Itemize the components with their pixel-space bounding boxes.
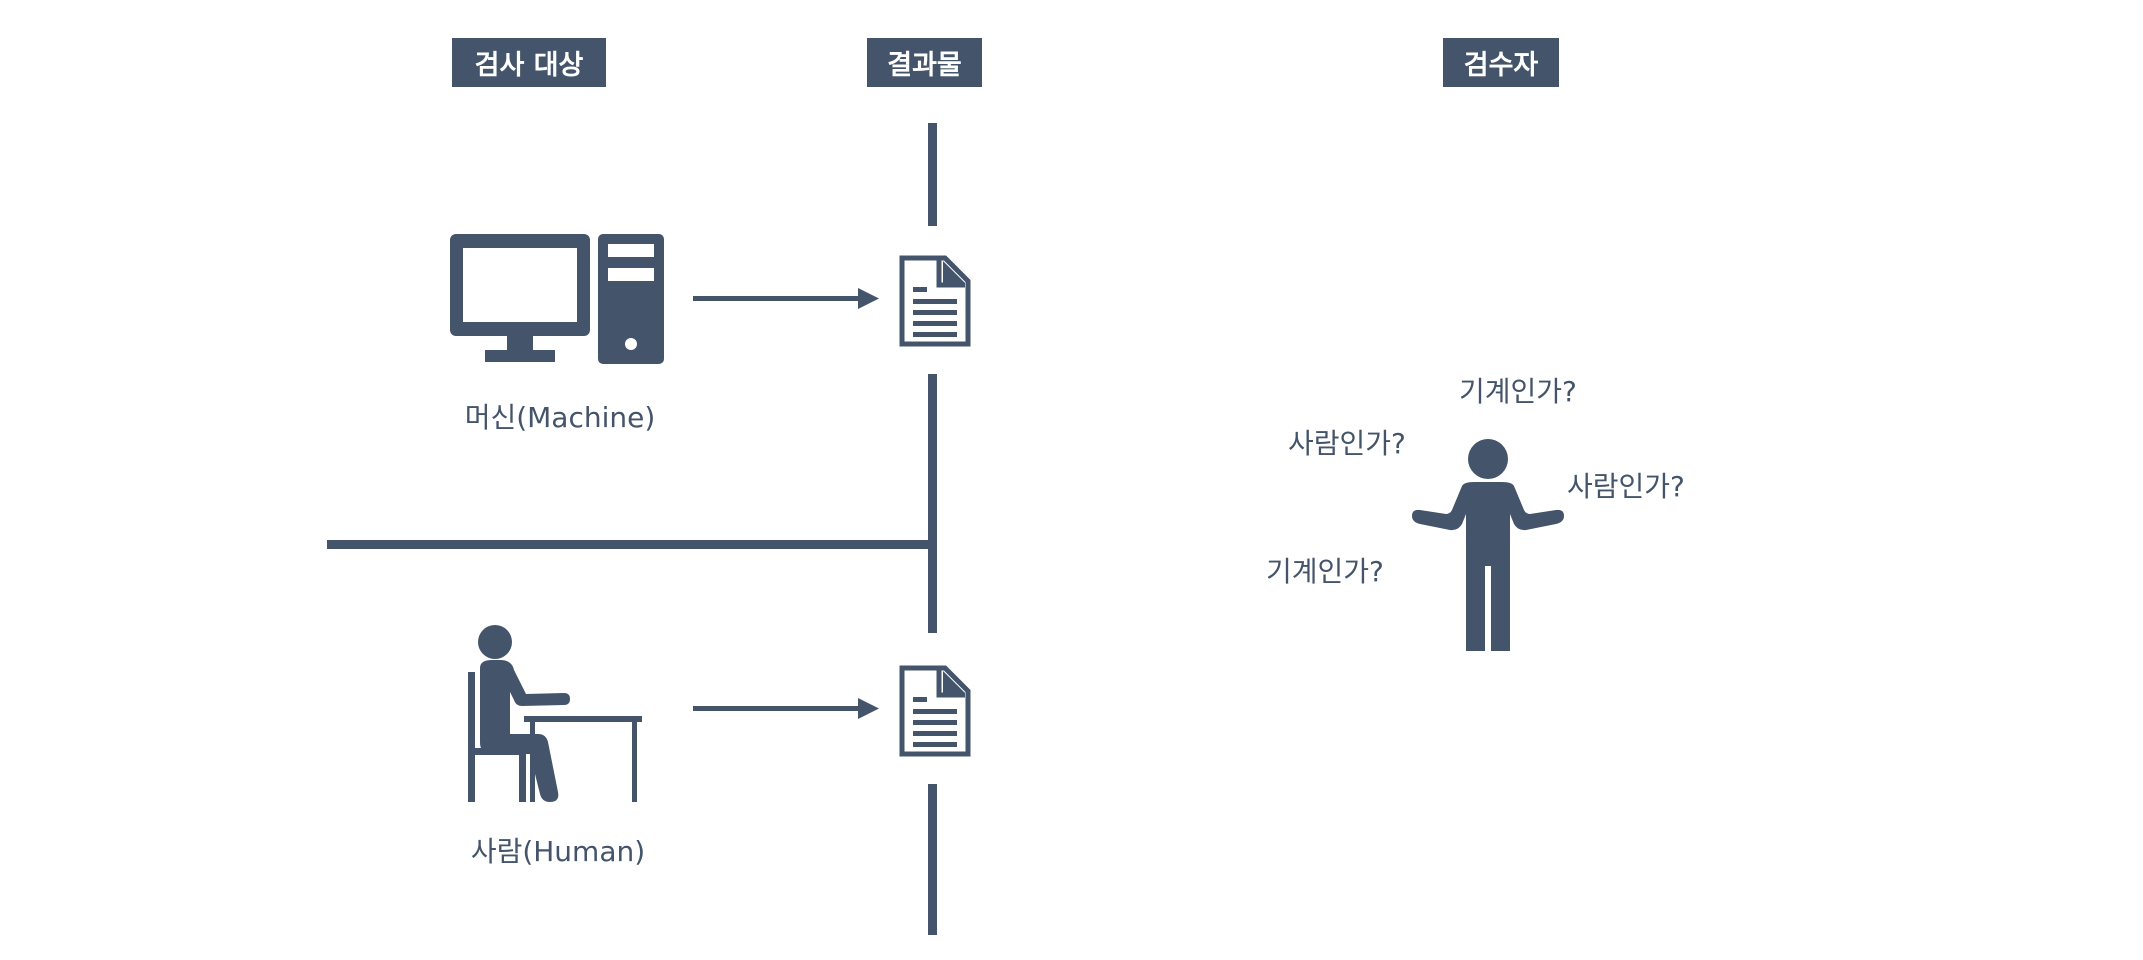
question-top: 기계인가?	[1459, 375, 1577, 408]
human-arrow-head	[858, 698, 879, 719]
result-document-top-icon	[899, 255, 971, 347]
desktop-computer-icon	[450, 234, 664, 364]
divider-segment-1	[928, 123, 937, 226]
human-arrow-shaft	[693, 706, 873, 711]
header-result: 결과물	[867, 38, 982, 87]
header-target-label: 검사 대상	[474, 50, 584, 81]
result-document-bottom-icon	[899, 665, 971, 757]
machine-caption: 머신(Machine)	[464, 401, 656, 434]
horizontal-separator	[327, 540, 937, 549]
header-result-label: 결과물	[887, 50, 962, 81]
human-caption: 사람(Human)	[470, 835, 646, 868]
shrugging-person-icon	[1412, 439, 1564, 651]
person-at-desk-icon	[468, 625, 642, 802]
question-lower-left: 기계인가?	[1266, 555, 1384, 588]
header-inspector-label: 검수자	[1463, 50, 1539, 81]
divider-segment-2	[928, 374, 937, 633]
header-inspector: 검수자	[1443, 38, 1559, 87]
header-target: 검사 대상	[452, 38, 606, 87]
divider-segment-3	[928, 784, 937, 935]
question-upper-left: 사람인가?	[1288, 427, 1406, 460]
machine-arrow-shaft	[693, 296, 873, 301]
question-right: 사람인가?	[1567, 470, 1685, 503]
